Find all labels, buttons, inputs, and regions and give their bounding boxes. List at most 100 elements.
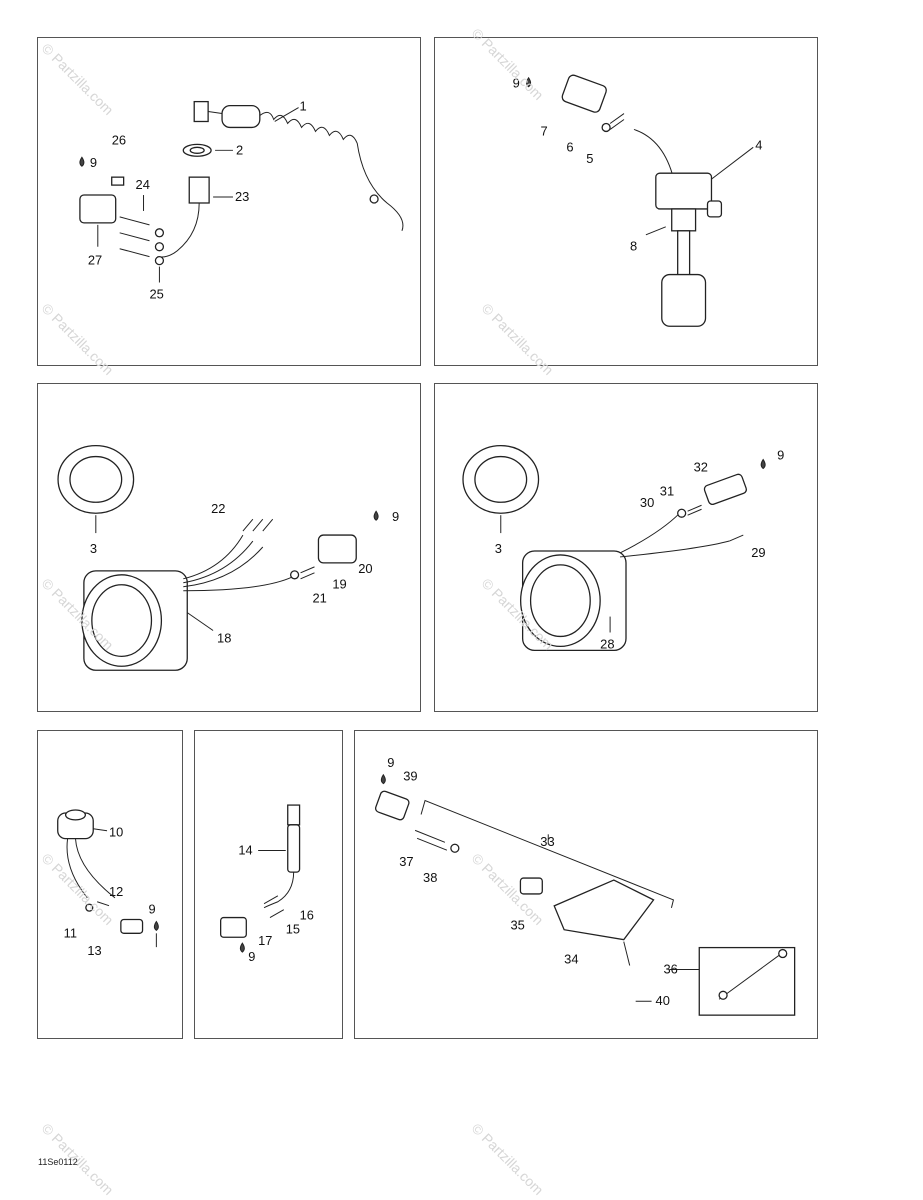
part-38-seal	[450, 843, 460, 853]
part-12-pin	[97, 901, 110, 907]
panel-gauge-18: 3 22 9 20 19 21 18	[37, 383, 421, 712]
callout-15: 15	[286, 921, 300, 936]
part-14-clip	[287, 804, 301, 826]
callout-5: 5	[586, 151, 593, 166]
callout-39: 39	[403, 769, 417, 784]
part-27-connector-housing	[79, 194, 117, 224]
part-8-float	[661, 273, 707, 327]
callout-13: 13	[87, 943, 101, 958]
part-40-screw	[623, 941, 631, 966]
callout-25: 25	[149, 286, 163, 301]
part-11-seal	[85, 903, 94, 912]
callout-9: 9	[513, 76, 520, 91]
watermark: © Partzilla.com	[468, 1120, 547, 1199]
grease-drop-icon	[79, 156, 85, 167]
callout-26: 26	[112, 132, 126, 147]
part-22-wires	[183, 534, 293, 592]
callout-9: 9	[777, 448, 784, 463]
diagram-gauge-28: 3 32 9 31 30 29 28	[462, 444, 784, 651]
part-37-pins	[414, 829, 448, 851]
part-8-float-rod	[677, 230, 691, 278]
part-23-sender	[188, 176, 210, 204]
callout-16: 16	[300, 908, 314, 923]
part-6-pins	[609, 113, 625, 130]
callout-22: 22	[211, 501, 225, 516]
part-1-connector	[193, 100, 209, 123]
callout-36: 36	[663, 961, 677, 976]
grease-drop-icon	[760, 458, 766, 470]
callout-19: 19	[332, 577, 346, 592]
panel-sensor-14: 14 16 15 17 9	[194, 730, 343, 1039]
part-19-pins	[300, 566, 315, 580]
callout-12: 12	[109, 884, 123, 899]
callout-31: 31	[660, 483, 674, 498]
grease-drop-icon	[526, 76, 532, 88]
diagram-fuel-sender: 9 7 6 5 4 8	[513, 74, 762, 327]
part-21-seal	[289, 570, 300, 580]
part-32-connector	[703, 473, 747, 506]
part-1-terminal	[369, 194, 379, 204]
diagram-sensor-harness: 1 2 23 26 9 24 27 25	[79, 99, 404, 301]
callout-37: 37	[399, 854, 413, 869]
part-7-connector	[561, 74, 607, 113]
callout-1: 1	[300, 99, 307, 114]
panel-trim-sender: 9 39 33 37 38 35 34 36 40	[354, 730, 818, 1039]
callout-9: 9	[387, 755, 394, 770]
part-33-bracket-line	[420, 799, 675, 908]
callout-23: 23	[235, 189, 249, 204]
part-29-terminal	[729, 534, 744, 542]
callout-28: 28	[600, 636, 614, 651]
panel-sensor-harness: 1 2 23 26 9 24 27 25	[37, 37, 421, 366]
callout-3: 3	[495, 541, 502, 556]
diagram-gauge-18: 3 22 9 20 19 21 18	[57, 444, 399, 671]
diagram-switch-10: 10 12 11 9 13	[57, 809, 159, 958]
callout-20: 20	[358, 561, 372, 576]
callout-21: 21	[312, 591, 326, 606]
callout-2: 2	[236, 142, 243, 157]
part-4-cable	[633, 128, 675, 180]
callout-38: 38	[423, 870, 437, 885]
part-39-connector	[374, 790, 410, 821]
part-17-connector	[220, 916, 247, 938]
callout-6: 6	[566, 139, 573, 154]
callout-33: 33	[540, 834, 554, 849]
callout-18: 18	[217, 630, 231, 645]
part-30-seal	[677, 508, 687, 518]
callout-17: 17	[258, 933, 272, 948]
callout-8: 8	[630, 239, 637, 254]
callout-9: 9	[90, 155, 97, 170]
callout-40: 40	[656, 993, 670, 1008]
part-13-connector	[120, 918, 144, 934]
part-24-pins	[119, 216, 150, 258]
callout-9: 9	[248, 949, 255, 964]
part-4-sender-head	[655, 172, 713, 210]
callout-29: 29	[751, 545, 765, 560]
grease-drop-icon	[153, 920, 159, 931]
grease-drop-icon	[373, 510, 379, 521]
part-31-pins	[687, 504, 702, 516]
callout-24: 24	[136, 177, 150, 192]
part-25-seal	[154, 228, 165, 238]
panel-gauge-28: 3 32 9 31 30 29 28	[434, 383, 818, 712]
callout-3: 3	[90, 541, 97, 556]
part-26-fuse	[111, 176, 125, 186]
grease-drop-icon	[380, 773, 386, 785]
callout-7: 7	[541, 123, 548, 138]
callout-10: 10	[109, 825, 123, 840]
callout-4: 4	[755, 137, 762, 152]
part-35-bushing	[519, 877, 543, 895]
callout-14: 14	[238, 842, 252, 857]
callout-9: 9	[148, 902, 155, 917]
part-16-pins	[263, 895, 285, 918]
panel-switch-10: 10 12 11 9 13	[37, 730, 183, 1039]
diagram-trim-sender: 9 39 33 37 38 35 34 36 40	[374, 755, 796, 1016]
detail-box	[698, 946, 796, 1016]
callout-32: 32	[694, 459, 708, 474]
callout-35: 35	[510, 918, 524, 933]
part-20-connector	[317, 534, 357, 564]
callout-30: 30	[640, 495, 654, 510]
callout-9: 9	[392, 509, 399, 524]
part-1-sensor-body	[221, 104, 261, 129]
callout-11: 11	[64, 925, 77, 940]
part-34-sender-body	[553, 879, 655, 941]
